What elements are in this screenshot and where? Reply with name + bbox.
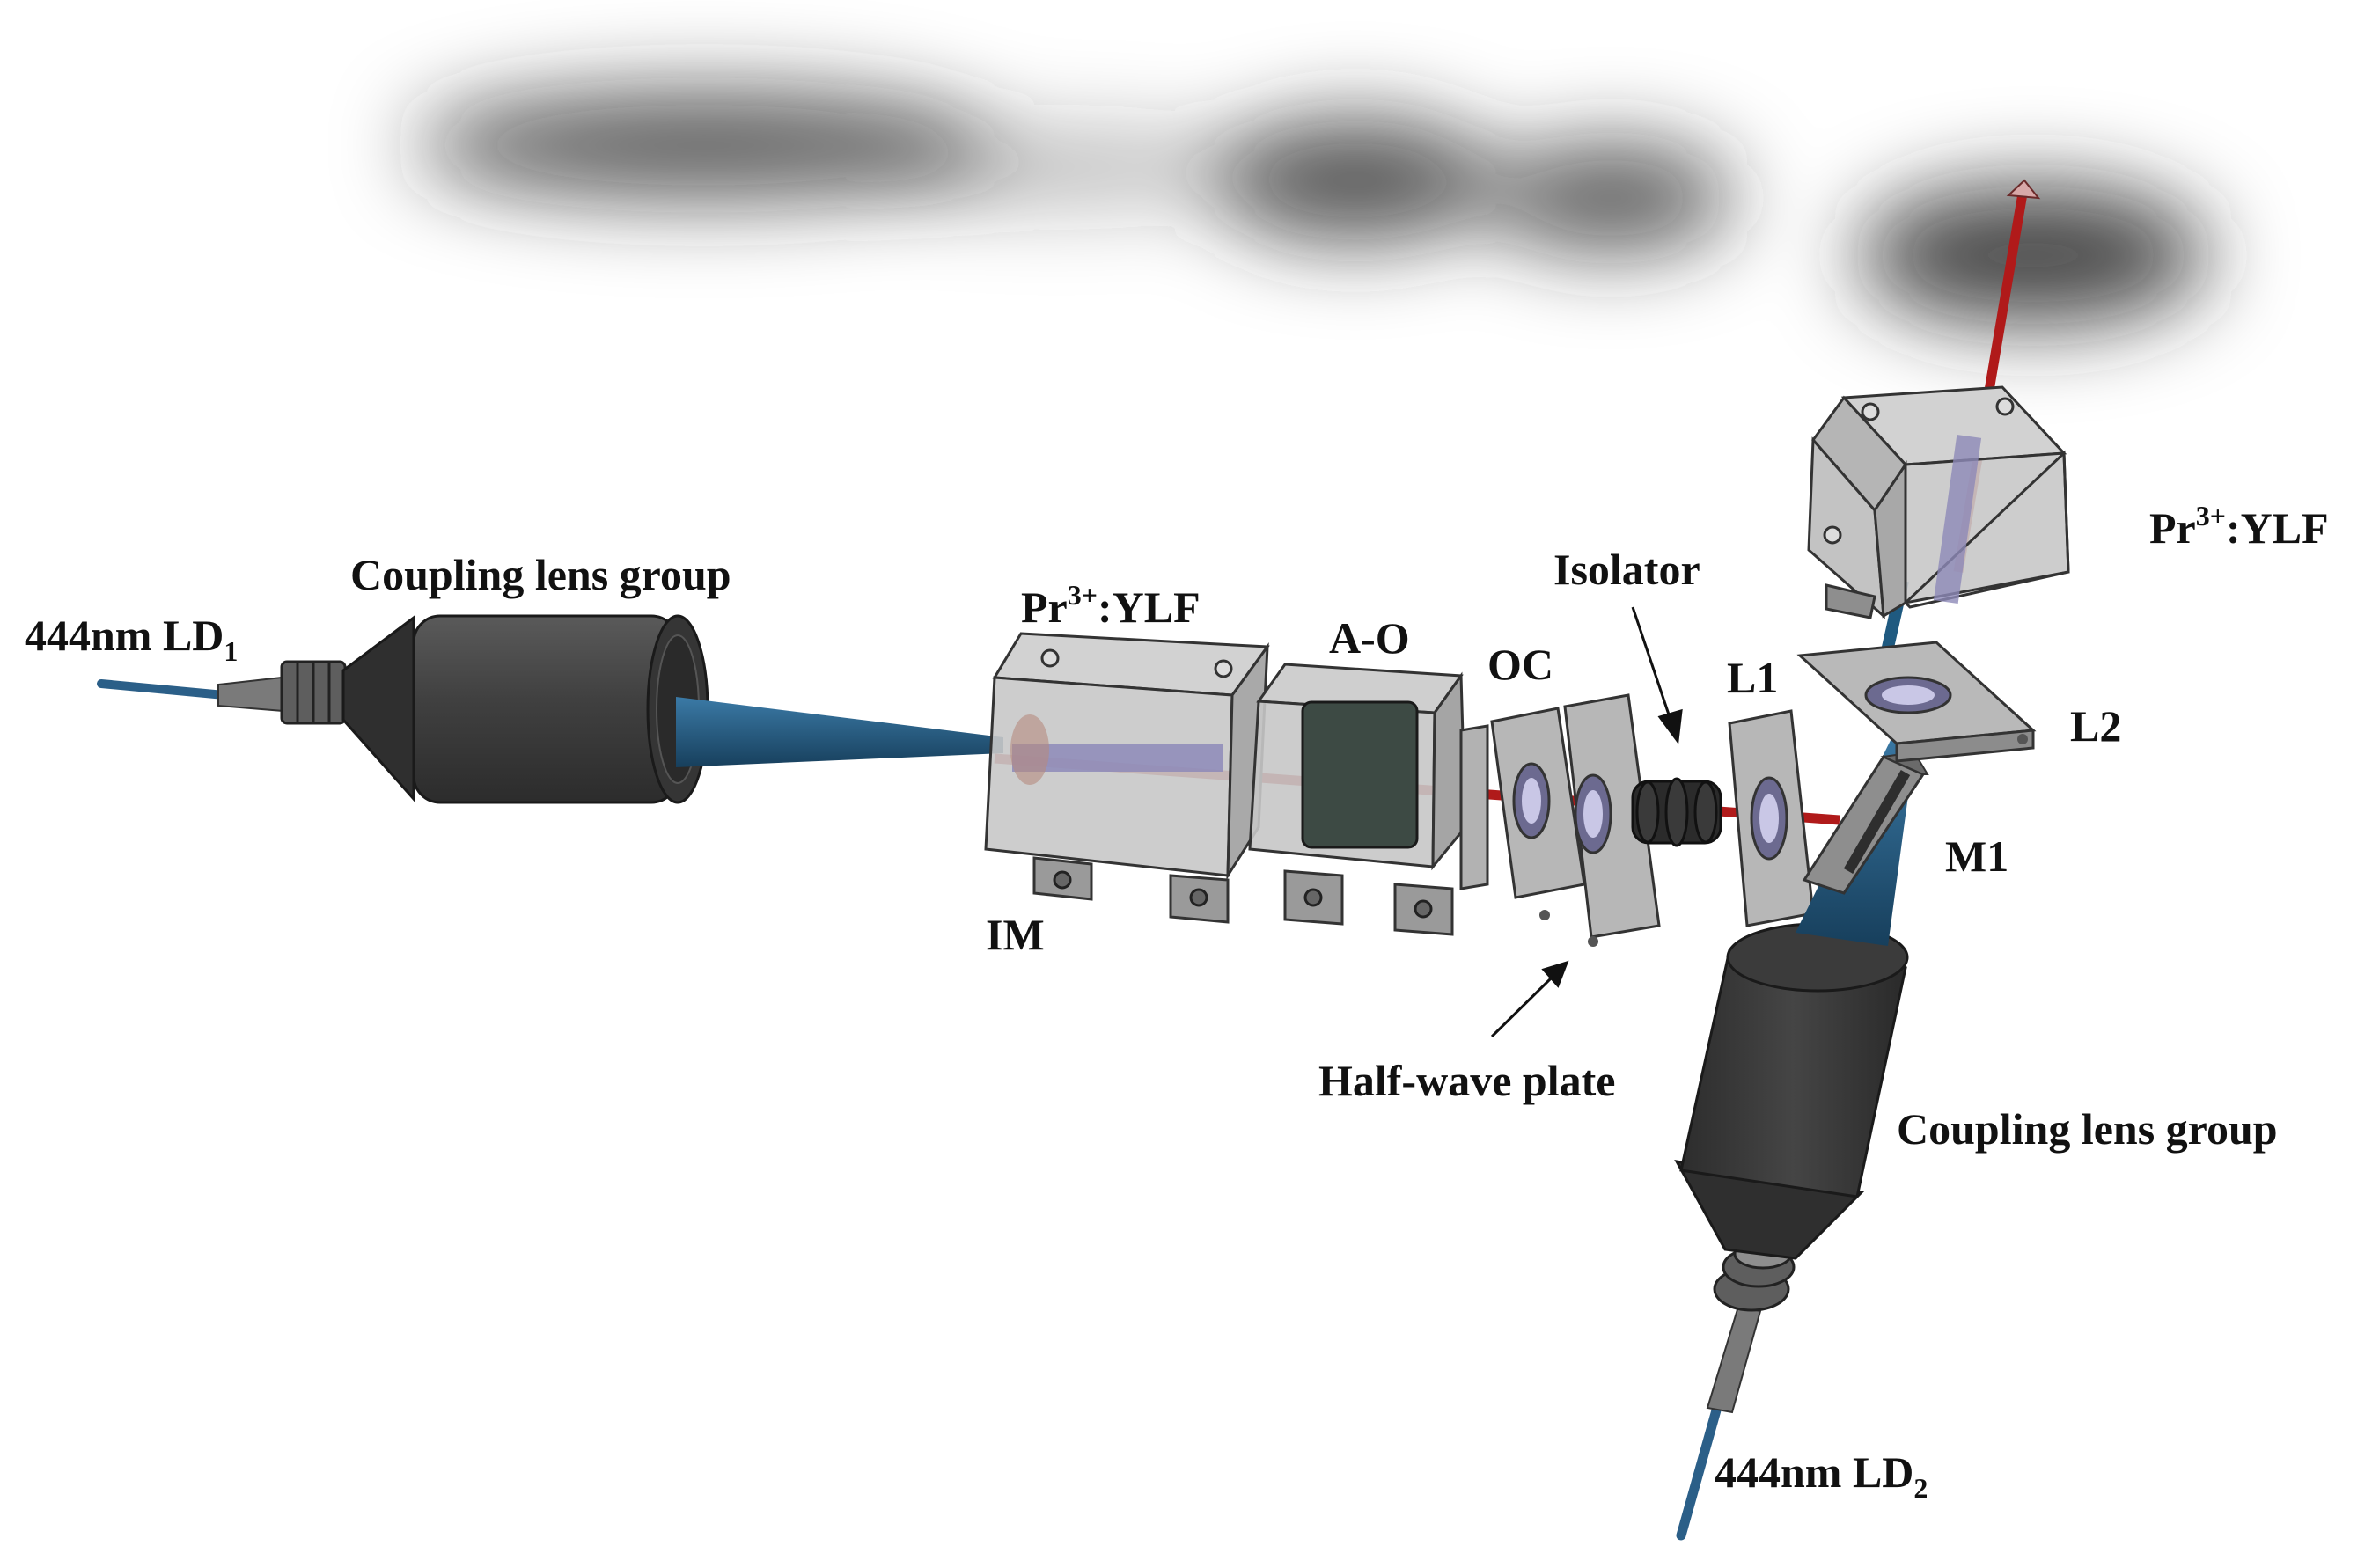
- m1-label: M1: [1945, 832, 2009, 881]
- crystal-1-label-sup: 3+: [1067, 579, 1098, 611]
- output-arrow-tip: [2006, 179, 2041, 200]
- halfwave-arrow: [1490, 960, 1569, 1038]
- ld1-label-sub: 1: [224, 635, 239, 667]
- lens-l2: [1796, 641, 2037, 763]
- crystal-2-label-sup: 3+: [2195, 500, 2226, 531]
- crystal-2-label: Pr3+:YLF: [2149, 502, 2329, 553]
- ld2-label-sub: 2: [1913, 1472, 1928, 1504]
- halfwave-label: Half-wave plate: [1318, 1056, 1616, 1105]
- isolator-arrow: [1631, 606, 1683, 744]
- isolator-label: Isolator: [1553, 545, 1700, 594]
- ld2-label-main: 444nm LD: [1715, 1447, 1914, 1497]
- ld1-label: 444nm LD1: [25, 611, 238, 665]
- mirror-m1: [1802, 751, 1929, 895]
- background-shadow: [414, 91, 2209, 326]
- isolator: [1631, 777, 1722, 847]
- crystal-1-label-pre: Pr: [1021, 583, 1068, 632]
- ld1-fiber: [97, 676, 285, 713]
- coupling-lens-group-2-label: Coupling lens group: [1897, 1104, 2278, 1154]
- crystal-mount-1: [984, 632, 1270, 924]
- crystal-1-label: Pr3+:YLF: [1021, 581, 1201, 632]
- crystal-2-label-pre: Pr: [2149, 503, 2196, 553]
- coupling-lens-group-1: [341, 614, 709, 804]
- oc-label: OC: [1487, 640, 1553, 689]
- pump-beam-1: [676, 697, 1003, 767]
- ao-modulator: [1248, 663, 1489, 936]
- crystal-mount-2: [1807, 385, 2070, 619]
- crystal-1-label-post: :YLF: [1097, 583, 1201, 632]
- half-wave-plate: [1563, 693, 1661, 947]
- im-label: IM: [986, 910, 1045, 959]
- oc-mirror: [1490, 707, 1586, 920]
- l2-label: L2: [2070, 701, 2122, 751]
- ld1-connector: [280, 660, 347, 725]
- ld2-label: 444nm LD2: [1715, 1447, 1928, 1502]
- l1-label: L1: [1727, 653, 1779, 702]
- ao-label: A-O: [1329, 613, 1410, 663]
- ld2-fiber: [1676, 1305, 1762, 1541]
- crystal-2-label-post: :YLF: [2225, 503, 2329, 553]
- lens-l1: [1728, 709, 1815, 927]
- ld1-label-main: 444nm LD: [25, 611, 224, 660]
- coupling-lens-group-2: [1674, 922, 1909, 1260]
- coupling-lens-group-1-label: Coupling lens group: [350, 550, 731, 599]
